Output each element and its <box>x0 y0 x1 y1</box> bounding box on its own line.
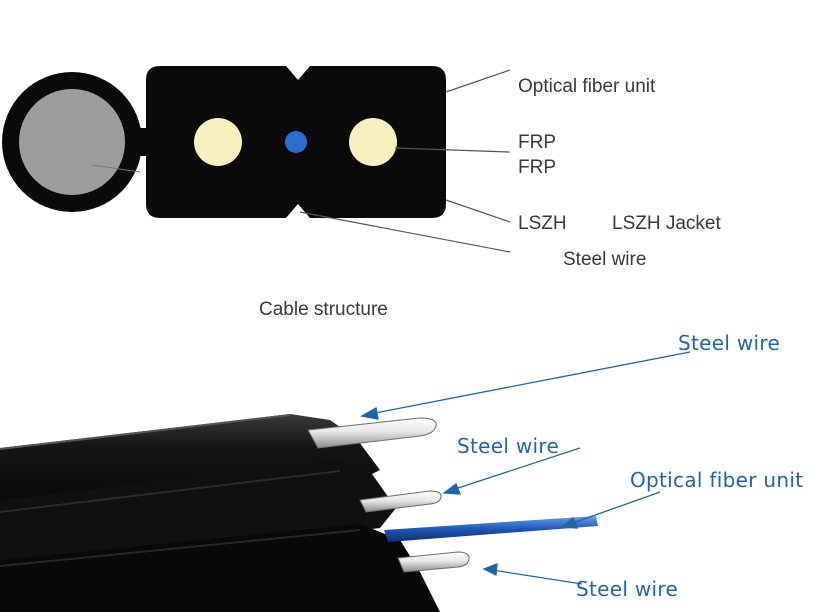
arrowhead-icon <box>360 406 379 420</box>
leader-steel-wire <box>299 211 511 253</box>
cross-section <box>2 66 511 253</box>
steel-wire-middle-rod <box>359 490 442 513</box>
arrowhead-icon <box>442 482 461 495</box>
steel-wire-top-rod <box>307 417 437 449</box>
jacket-bottom-layer <box>0 524 440 612</box>
leader-frp <box>394 147 511 153</box>
label-frp-2: FRP <box>518 157 556 178</box>
label-lszh-jacket: LSZH Jacket <box>612 213 721 234</box>
cable-photo <box>0 351 691 612</box>
label-frp-1: FRP <box>518 132 556 153</box>
frp-rod-right <box>349 118 397 166</box>
leader-optical-fiber-unit <box>445 69 511 93</box>
jacket-crease <box>0 529 361 567</box>
optical-fiber-core <box>285 131 307 153</box>
label-steel-wire-top: Steel wire <box>678 331 781 355</box>
annotation-arrows <box>360 351 691 585</box>
arrowhead-icon <box>482 563 498 577</box>
arrow-steel-wire-top <box>369 351 691 415</box>
label-lszh: LSZH <box>518 213 567 234</box>
leader-lszh <box>445 199 511 223</box>
optical-fiber-strand <box>384 516 598 542</box>
caption-cable-structure: Cable structure <box>259 299 388 320</box>
jacket-middle-layer <box>0 460 396 572</box>
label-optical-fiber-unit-photo: Optical fiber unit <box>630 468 804 492</box>
jacket-highlight-edge <box>0 414 291 450</box>
arrowhead-icon <box>560 516 578 529</box>
leader-messenger <box>91 164 141 173</box>
arrow-optical-fiber-unit <box>569 491 661 525</box>
label-steel-wire: Steel wire <box>563 249 647 270</box>
label-optical-fiber-unit: Optical fiber unit <box>518 76 656 97</box>
messenger-steel-core <box>19 89 125 195</box>
frp-rod-left <box>194 118 242 166</box>
steel-wire-bottom-rod <box>397 551 470 573</box>
label-steel-wire-bottom: Steel wire <box>576 577 679 601</box>
arrow-steel-wire-bottom <box>491 569 583 585</box>
arrow-steel-wire-middle <box>451 447 581 491</box>
label-steel-wire-middle: Steel wire <box>457 434 560 458</box>
jacket-crease <box>0 470 341 513</box>
